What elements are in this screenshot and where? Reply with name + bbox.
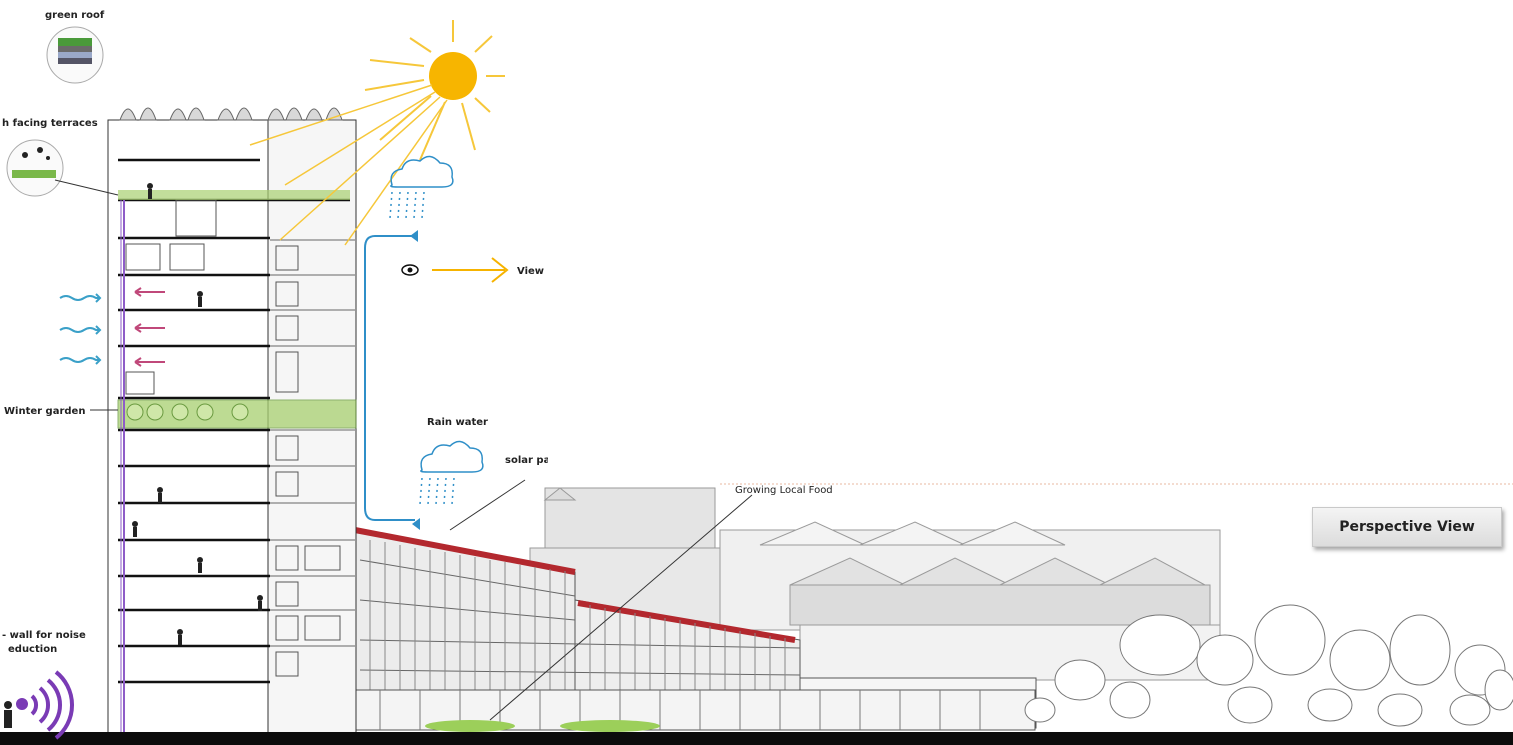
background-warehouses <box>529 487 1221 681</box>
view-arrow <box>432 257 509 283</box>
roof-trees <box>119 107 343 121</box>
terrace-plants-icon <box>6 139 64 197</box>
green-roof-icon <box>46 26 104 84</box>
growing-food-label: Growing Local Food <box>735 485 833 496</box>
wind-arrows <box>59 293 102 365</box>
sun-icon <box>249 20 505 246</box>
winter-garden-label: Winter garden <box>4 406 85 417</box>
street-trees <box>1024 604 1513 727</box>
view-label: View <box>517 266 544 277</box>
terraces-label: h facing terraces <box>2 118 98 129</box>
noise-waves-icon <box>16 670 74 740</box>
rainwater-loop <box>364 235 415 521</box>
noise-wall-label-line1: - wall for noise <box>2 630 86 641</box>
winter-garden-plants <box>126 403 249 421</box>
food-garden-beds <box>425 720 660 732</box>
tower <box>0 107 1513 745</box>
warm-air-arrows <box>134 287 165 367</box>
noise-wall-label-line2: eduction <box>8 644 57 655</box>
solar-panels-label: solar pa <box>505 455 550 466</box>
perspective-view-button[interactable]: Perspective View <box>1312 507 1502 547</box>
green-roof-label: green roof <box>45 10 105 21</box>
rain-water-label: Rain water <box>427 417 488 428</box>
cloud-rain-icon <box>389 155 484 505</box>
eye-icon <box>401 264 419 276</box>
low-rise-building <box>274 527 1037 732</box>
